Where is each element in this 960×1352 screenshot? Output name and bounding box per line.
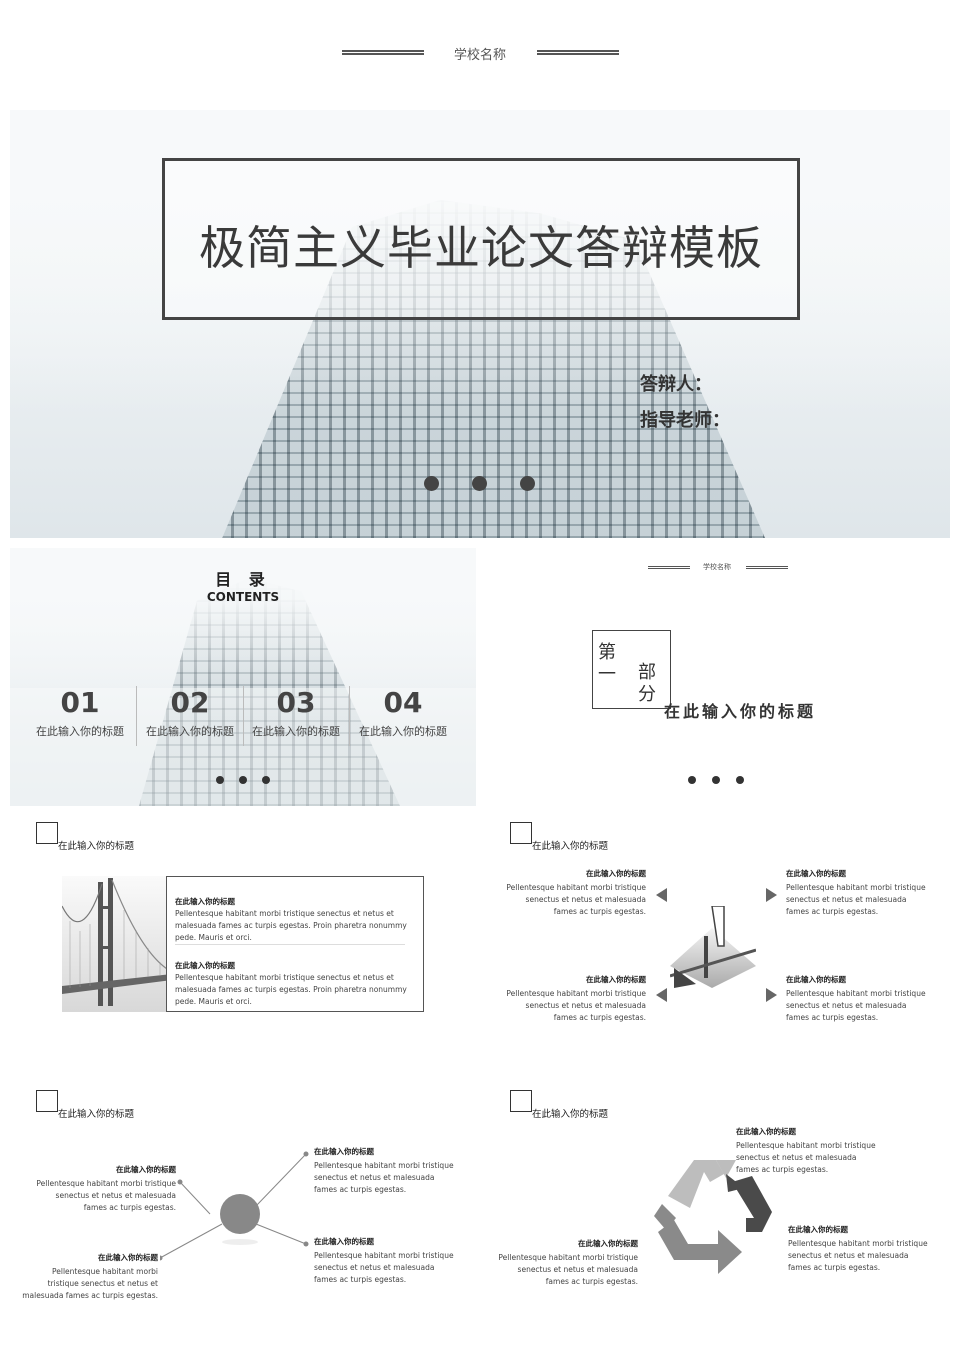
item-heading: 在此输入你的标题 bbox=[736, 1127, 796, 1136]
bridge-slide: 在此输入你的标题 在此输入你的标题 Pellentesque habitant … bbox=[10, 818, 476, 1072]
dot bbox=[424, 476, 439, 491]
line-right bbox=[746, 566, 788, 569]
arrow-right-icon bbox=[766, 988, 777, 1002]
top-line-right bbox=[537, 50, 619, 55]
dot bbox=[688, 776, 696, 784]
dot bbox=[239, 776, 247, 784]
title-square bbox=[36, 822, 58, 844]
contents-heading: 目 录 bbox=[215, 570, 271, 589]
item-body: Pellentesque habitant morbi tristique se… bbox=[314, 1161, 454, 1194]
hub-diagram bbox=[160, 1151, 309, 1261]
cycle-slide: 在此输入你的标题 在此输入你的标题 Pellentesque habitant … bbox=[484, 1086, 950, 1346]
part-box bbox=[592, 630, 671, 709]
item-number: 03 bbox=[276, 686, 316, 719]
block-heading: 在此输入你的标题 bbox=[175, 961, 235, 970]
slide-title: 在此输入你的标题 bbox=[532, 1109, 609, 1120]
dot bbox=[216, 776, 224, 784]
dot bbox=[712, 776, 720, 784]
dot bbox=[520, 476, 535, 491]
part-first: 第一 bbox=[598, 642, 616, 685]
item-heading: 在此输入你的标题 bbox=[314, 1237, 374, 1246]
top-line-left bbox=[342, 50, 424, 55]
contents-slide: 目 录 CONTENTS 01 在此输入你的标题 02 在此输入你的标题 03 … bbox=[10, 548, 476, 806]
block-body: Pellentesque habitant morbi tristique se… bbox=[175, 973, 407, 1006]
contents-item[interactable]: 03 在此输入你的标题 bbox=[246, 686, 346, 739]
line-left bbox=[648, 566, 690, 569]
title-square bbox=[510, 1090, 532, 1112]
contents-item[interactable]: 04 在此输入你的标题 bbox=[353, 686, 453, 739]
item-label: 在此输入你的标题 bbox=[36, 725, 124, 738]
title-square bbox=[36, 1090, 58, 1112]
title-frame bbox=[162, 158, 800, 320]
item-body: Pellentesque habitant morbi tristique se… bbox=[506, 883, 646, 916]
block-divider bbox=[175, 944, 405, 945]
item-body: Pellentesque habitant morbi tristique se… bbox=[736, 1141, 876, 1174]
item-body: Pellentesque habitant morbi tristique se… bbox=[314, 1251, 454, 1284]
item-number: 04 bbox=[383, 686, 423, 719]
bridge-image bbox=[62, 876, 172, 1012]
divider bbox=[136, 686, 137, 746]
part-rest: 部分 bbox=[638, 662, 656, 705]
item-heading: 在此输入你的标题 bbox=[586, 975, 646, 984]
item-body: Pellentesque habitant morbi tristique se… bbox=[786, 883, 926, 916]
contents-item[interactable]: 01 在此输入你的标题 bbox=[30, 686, 130, 739]
dot bbox=[262, 776, 270, 784]
item-heading: 在此输入你的标题 bbox=[786, 869, 846, 878]
item-body: Pellentesque habitant morbi tristique se… bbox=[498, 1253, 638, 1286]
contents-subheading: CONTENTS bbox=[206, 590, 280, 604]
item-body: Pellentesque habitant morbi tristique se… bbox=[786, 989, 926, 1022]
item-body: Pellentesque habitant morbi tristique se… bbox=[36, 1179, 176, 1212]
cover-title: 极简主义毕业论文答辩模板 bbox=[199, 221, 763, 275]
item-label: 在此输入你的标题 bbox=[146, 725, 234, 738]
slide-title: 在此输入你的标题 bbox=[532, 841, 609, 852]
dot bbox=[472, 476, 487, 491]
school-name: 学校名称 bbox=[453, 48, 506, 63]
diamond-slide: 在此输入你的标题 在此输入你的标题 Pellentesque habitant … bbox=[484, 818, 950, 1072]
item-label: 在此输入你的标题 bbox=[252, 725, 340, 738]
item-number: 02 bbox=[170, 686, 210, 719]
divider bbox=[349, 686, 350, 746]
item-heading: 在此输入你的标题 bbox=[314, 1147, 374, 1156]
item-heading: 在此输入你的标题 bbox=[786, 975, 846, 984]
diamond-image bbox=[670, 906, 756, 988]
item-label: 在此输入你的标题 bbox=[359, 725, 447, 738]
item-heading: 在此输入你的标题 bbox=[788, 1225, 848, 1234]
cover-slide: 学校名称 极简主义毕业论文答辩模板 答辩人： 指导老师： bbox=[0, 0, 960, 540]
divider bbox=[243, 686, 244, 746]
arrow-left-icon bbox=[656, 888, 667, 902]
item-body: Pellentesque habitant morbi tristique se… bbox=[788, 1239, 928, 1272]
section-title: 在此输入你的标题 bbox=[664, 702, 817, 721]
item-heading: 在此输入你的标题 bbox=[98, 1253, 158, 1262]
school-name: 学校名称 bbox=[703, 563, 731, 571]
item-number: 01 bbox=[60, 686, 100, 719]
item-heading: 在此输入你的标题 bbox=[578, 1239, 638, 1248]
dot bbox=[736, 776, 744, 784]
recycle-icon bbox=[654, 1160, 772, 1274]
item-body: Pellentesque habitant morbi tristique se… bbox=[506, 989, 646, 1022]
arrow-right-icon bbox=[766, 888, 777, 902]
presenter-label: 答辩人： bbox=[640, 374, 712, 395]
block-body: Pellentesque habitant morbi tristique se… bbox=[175, 909, 407, 942]
item-heading: 在此输入你的标题 bbox=[116, 1165, 176, 1174]
slide-title: 在此输入你的标题 bbox=[58, 1109, 135, 1120]
item-heading: 在此输入你的标题 bbox=[586, 869, 646, 878]
block-heading: 在此输入你的标题 bbox=[175, 897, 235, 906]
section-slide: 学校名称 第一 部分 在此输入你的标题 bbox=[484, 548, 950, 806]
arrow-left-icon bbox=[656, 988, 667, 1002]
title-square bbox=[510, 822, 532, 844]
contents-item[interactable]: 02 在此输入你的标题 bbox=[140, 686, 240, 739]
hub-slide: 在此输入你的标题 在此输入你的标题 Pellentesque habitant … bbox=[10, 1086, 476, 1346]
slide-title: 在此输入你的标题 bbox=[58, 841, 135, 852]
advisor-label: 指导老师： bbox=[640, 410, 730, 431]
item-body: Pellentesque habitant morbi tristique se… bbox=[22, 1267, 158, 1300]
